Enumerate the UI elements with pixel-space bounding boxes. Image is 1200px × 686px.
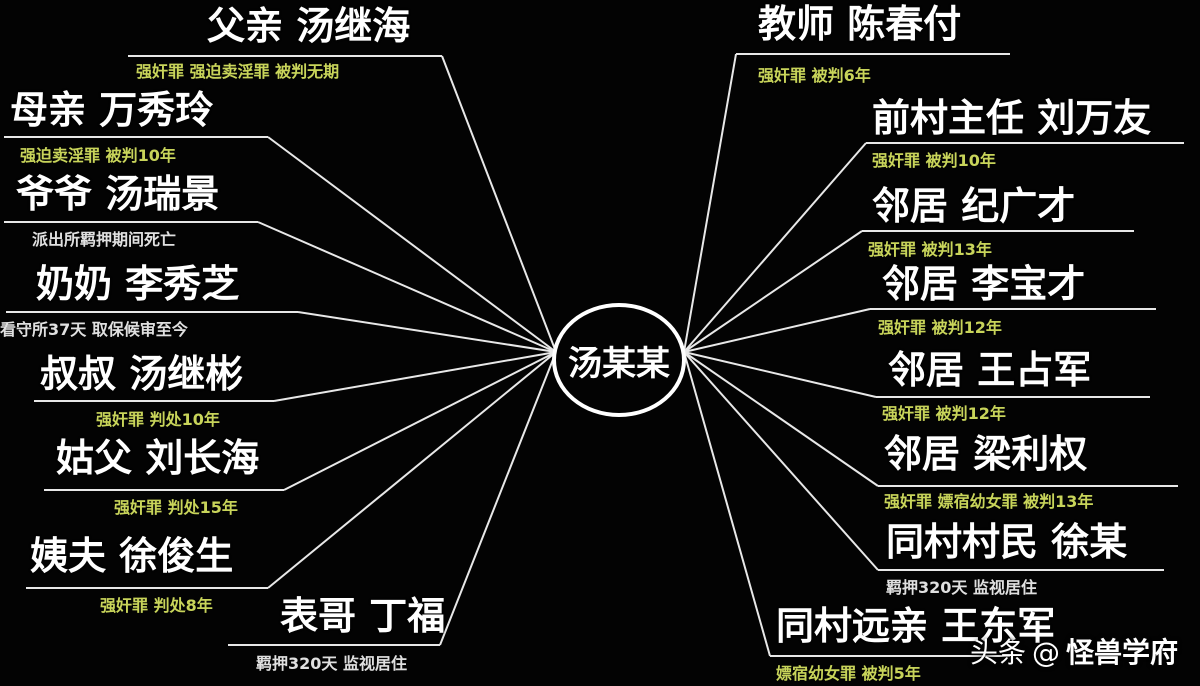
- left-branch-spoke-0: [441, 55, 557, 353]
- left-node-name-6: 姨夫 徐俊生: [30, 534, 234, 578]
- right-branch-spoke-0: [683, 53, 737, 353]
- watermark-prefix: 头条: [969, 636, 1026, 669]
- right-node-note-0: 强奸罪 被判6年: [758, 66, 871, 85]
- right-node-name-3: 邻居 李宝才: [882, 262, 1086, 306]
- left-branch-spoke-1: [267, 136, 557, 353]
- right-node-name-0: 教师 陈春付: [758, 2, 962, 46]
- right-node-note-1: 强奸罪 被判10年: [872, 151, 996, 170]
- left-node-note-3: 看守所37天 取保候审至今: [0, 320, 188, 339]
- right-node-name-4: 邻居 王占军: [888, 348, 1092, 392]
- left-node-name-3: 奶奶 李秀芝: [36, 262, 240, 306]
- left-branch-spoke-5: [283, 351, 557, 491]
- left-branch-spoke-3: [297, 311, 557, 353]
- left-node-note-1: 强迫卖淫罪 被判10年: [20, 146, 176, 165]
- left-branch-spoke-6: [267, 351, 557, 589]
- right-node-name-5: 邻居 梁利权: [884, 432, 1088, 476]
- right-node-note-2: 强奸罪 被判13年: [868, 240, 992, 259]
- left-branch-spoke-7: [439, 351, 557, 646]
- right-node-note-5: 强奸罪 嫖宿幼女罪 被判13年: [884, 492, 1094, 511]
- left-node-note-4: 强奸罪 判处10年: [96, 410, 220, 429]
- left-branch-spoke-4: [273, 351, 557, 402]
- right-branch-spoke-6: [683, 351, 879, 571]
- right-branch-spoke-1: [683, 142, 867, 353]
- left-branch-spoke-2: [257, 221, 557, 353]
- center-node: 汤某某: [552, 303, 686, 417]
- right-node-note-4: 强奸罪 被判12年: [882, 404, 1006, 423]
- right-node-name-7: 同村远亲 王东军: [776, 604, 1056, 648]
- center-label: 汤某某: [568, 343, 670, 384]
- right-node-name-1: 前村主任 刘万友: [872, 96, 1152, 140]
- right-node-note-3: 强奸罪 被判12年: [878, 318, 1002, 337]
- left-node-note-5: 强奸罪 判处15年: [114, 498, 238, 517]
- left-node-name-0: 父亲 汤继海: [207, 4, 411, 48]
- watermark-at: @: [1031, 636, 1060, 669]
- right-node-name-6: 同村村民 徐某: [886, 520, 1128, 564]
- watermark: 头条 @ 怪兽学府: [970, 636, 1178, 670]
- left-node-name-4: 叔叔 汤继彬: [40, 352, 244, 396]
- left-node-name-1: 母亲 万秀玲: [10, 88, 214, 132]
- watermark-brand: 怪兽学府: [1065, 636, 1178, 669]
- left-node-note-7: 羁押320天 监视居住: [256, 654, 407, 673]
- left-node-name-7: 表哥 丁福: [280, 594, 446, 638]
- left-node-name-5: 姑父 刘长海: [56, 436, 260, 480]
- left-node-note-0: 强奸罪 强迫卖淫罪 被判无期: [136, 62, 340, 81]
- right-branch-spoke-7: [683, 351, 771, 657]
- right-branch-spoke-4: [683, 351, 877, 398]
- left-node-note-6: 强奸罪 判处8年: [100, 596, 213, 615]
- right-branch-spoke-5: [683, 351, 879, 487]
- right-node-note-7: 嫖宿幼女罪 被判5年: [776, 664, 921, 683]
- right-node-name-2: 邻居 纪广才: [872, 184, 1076, 228]
- right-branch-spoke-2: [683, 230, 863, 353]
- left-node-name-2: 爷爷 汤瑞景: [16, 172, 220, 216]
- right-node-note-6: 羁押320天 监视居住: [886, 578, 1037, 597]
- right-branch-spoke-3: [683, 308, 871, 353]
- left-node-note-2: 派出所羁押期间死亡: [32, 230, 177, 249]
